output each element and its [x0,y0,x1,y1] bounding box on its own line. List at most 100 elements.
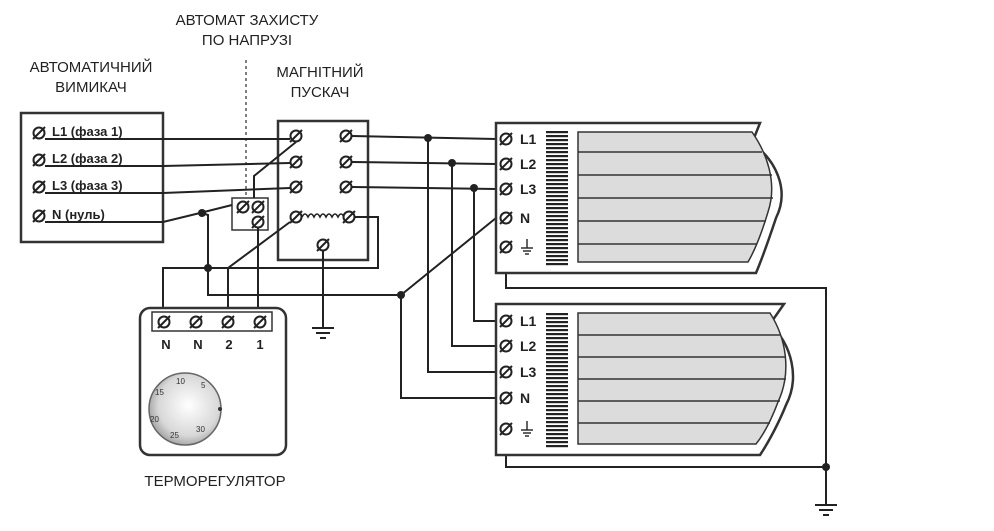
grille-bar [546,417,568,420]
heater2-terminal-l2: L2 [520,338,537,354]
dial-mark-15: 15 [155,388,164,397]
voltage-protection-relay [231,60,269,231]
grille-bar [546,255,568,258]
grille-bar [546,341,568,344]
heater1-terminal-l2: L2 [520,156,537,172]
grille-bar [546,441,568,444]
heater-panel-2: L1 L2 L3 N [494,302,795,457]
grille-bar [546,313,568,316]
thermostat-terminal-n1: N [161,337,170,352]
breaker-caption-line1: АВТОМАТИЧНИЙ [30,58,153,76]
circuit-breaker: L1 (фаза 1) L2 (фаза 2) L3 (фаза 3) N (н… [19,111,165,244]
dial-mark-20: 20 [150,415,159,424]
grille-bar [546,263,568,266]
grille-bar [546,167,568,170]
dial-mark-25: 25 [170,431,179,440]
grille-bar [546,389,568,392]
heater1-terminal-l1: L1 [520,131,537,147]
breaker-caption-line2: ВИМИКАЧ [55,79,127,96]
ground-symbol [311,317,335,339]
heater2-terminal-n: N [520,390,530,406]
grille-bar [546,377,568,380]
grille-bar [546,247,568,250]
junction-dot [822,463,830,471]
grille-bar [546,227,568,230]
grille-bar [546,139,568,142]
grille-bar [546,429,568,432]
grille-bar [546,223,568,226]
grille-bar [546,171,568,174]
thermostat-terminal-1: 1 [256,337,263,352]
grille-bar [546,433,568,436]
grille-bar [546,183,568,186]
thermostat-caption: ТЕРМОРЕГУЛЯТОР [144,473,285,490]
starter-caption-line2: ПУСКАЧ [291,84,350,101]
grille-bar [546,357,568,360]
heater-2-grille [546,313,568,448]
grille-bar [546,337,568,340]
dial-mark-30: 30 [196,425,205,434]
grille-bar [546,199,568,202]
grille-bar [546,243,568,246]
grille-bar [546,361,568,364]
grille-bar [546,345,568,348]
grille-bar [546,135,568,138]
grille-bar [546,349,568,352]
magnetic-starter [276,119,370,262]
grille-bar [546,393,568,396]
grille-bar [546,175,568,178]
grille-bar [546,231,568,234]
heater-panel-1: L1 L2 L3 N [494,121,783,275]
grille-bar [546,405,568,408]
grille-bar [546,191,568,194]
grille-bar [546,397,568,400]
grille-bar [546,421,568,424]
grille-bar [546,163,568,166]
grille-bar [546,321,568,324]
breaker-terminal-l3: L3 (фаза 3) [52,178,123,193]
heater1-terminal-l3: L3 [520,181,537,197]
grille-bar [546,325,568,328]
grille-bar [546,207,568,210]
grille-bar [546,179,568,182]
breaker-terminal-l1: L1 (фаза 1) [52,124,123,139]
grille-bar [546,381,568,384]
grille-bar [546,143,568,146]
grille-bar [546,409,568,412]
grille-bar [546,259,568,262]
grille-bar [546,159,568,162]
thermostat-terminal-2: 2 [225,337,232,352]
ground-symbol [814,494,838,516]
breaker-terminal-n: N (нуль) [52,207,105,222]
grille-bar [546,353,568,356]
thermostat: N N 2 1 5 10 15 20 25 30 [138,306,288,457]
grille-bar [546,385,568,388]
grille-bar [546,425,568,428]
grille-bar [546,365,568,368]
breaker-terminal-l2: L2 (фаза 2) [52,151,123,166]
grille-bar [546,329,568,332]
grille-bar [546,251,568,254]
grille-bar [546,147,568,150]
heater1-terminal-n: N [520,210,530,226]
grille-bar [546,333,568,336]
grille-bar [546,151,568,154]
protection-caption-line1: АВТОМАТ ЗАХИСТУ [176,12,319,29]
grille-bar [546,437,568,440]
grille-bar [546,215,568,218]
dial-mark-10: 10 [176,377,185,386]
grille-bar [546,211,568,214]
grille-bar [546,131,568,134]
dial-mark-5: 5 [201,381,206,390]
grille-bar [546,219,568,222]
grille-bar [546,317,568,320]
temperature-knob[interactable] [148,372,222,446]
grille-bar [546,187,568,190]
grille-bar [546,239,568,242]
grille-bar [546,413,568,416]
grille-bar [546,195,568,198]
grille-bar [546,235,568,238]
protection-caption-line2: ПО НАПРУЗІ [202,32,292,49]
heater2-terminal-l1: L1 [520,313,537,329]
